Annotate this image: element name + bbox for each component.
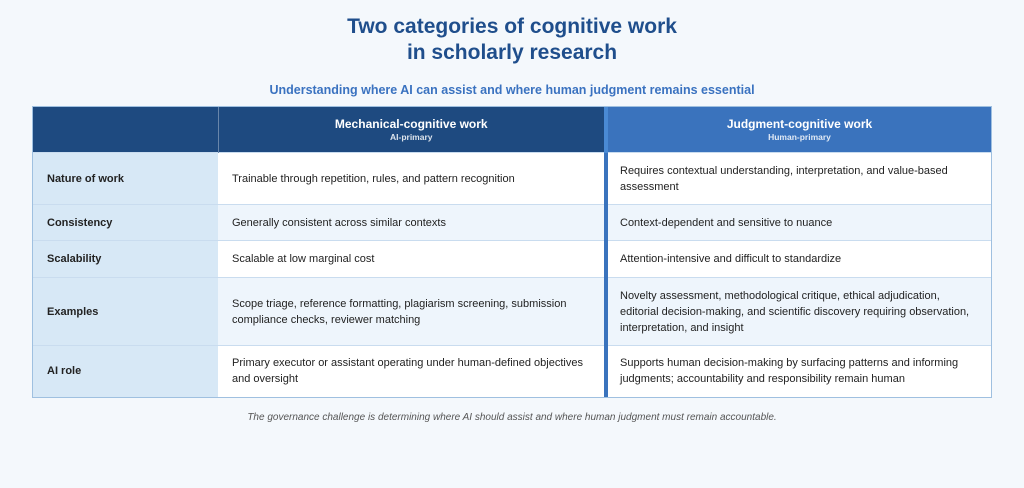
judgment-cell: Attention-intensive and difficult to sta… xyxy=(604,240,991,278)
row-label: Consistency xyxy=(33,204,218,241)
row-label: AI role xyxy=(33,345,218,397)
subtitle: Understanding where AI can assist and wh… xyxy=(269,83,755,97)
header-mechanical-title: Mechanical-cognitive work xyxy=(334,117,488,131)
judgment-cell: Novelty assessment, methodological criti… xyxy=(604,277,991,346)
title: Two categories of cognitive work in scho… xyxy=(0,14,1024,66)
title-line-2: in scholarly research xyxy=(406,41,618,64)
header-judgment-title: Judgment-cognitive work xyxy=(726,117,873,131)
mechanical-cell: Generally consistent across similar cont… xyxy=(218,204,606,241)
header-mechanical-sub: AI-primary xyxy=(389,132,433,142)
footnote: The governance challenge is determining … xyxy=(247,412,777,423)
mechanical-cell: Trainable through repetition, rules, and… xyxy=(218,152,606,205)
table-row: AI role Primary executor or assistant op… xyxy=(33,345,991,397)
table-row: Nature of work Trainable through repetit… xyxy=(33,152,991,205)
table-row: Examples Scope triage, reference formatt… xyxy=(33,277,991,346)
table-row: Scalability Scalable at low marginal cos… xyxy=(33,240,991,278)
judgment-cell: Requires contextual understanding, inter… xyxy=(604,152,991,205)
header-row: Mechanical-cognitive work AI-primary Jud… xyxy=(33,107,991,153)
title-line-1: Two categories of cognitive work xyxy=(347,15,677,38)
mechanical-cell: Primary executor or assistant operating … xyxy=(218,345,606,397)
row-label: Scalability xyxy=(33,240,218,278)
table-row: Consistency Generally consistent across … xyxy=(33,204,991,241)
row-label: Examples xyxy=(33,277,218,346)
judgment-cell: Supports human decision-making by surfac… xyxy=(604,345,991,397)
mechanical-cell: Scope triage, reference formatting, plag… xyxy=(218,277,606,346)
header-corner xyxy=(33,107,218,153)
header-mechanical: Mechanical-cognitive work AI-primary xyxy=(217,107,606,153)
row-label: Nature of work xyxy=(33,152,218,205)
comparison-table: Mechanical-cognitive work AI-primary Jud… xyxy=(32,106,992,398)
header-judgment: Judgment-cognitive work Human-primary xyxy=(604,107,991,153)
header-judgment-sub: Human-primary xyxy=(768,132,831,142)
mechanical-cell: Scalable at low marginal cost xyxy=(218,240,606,278)
judgment-cell: Context-dependent and sensitive to nuanc… xyxy=(604,204,991,241)
